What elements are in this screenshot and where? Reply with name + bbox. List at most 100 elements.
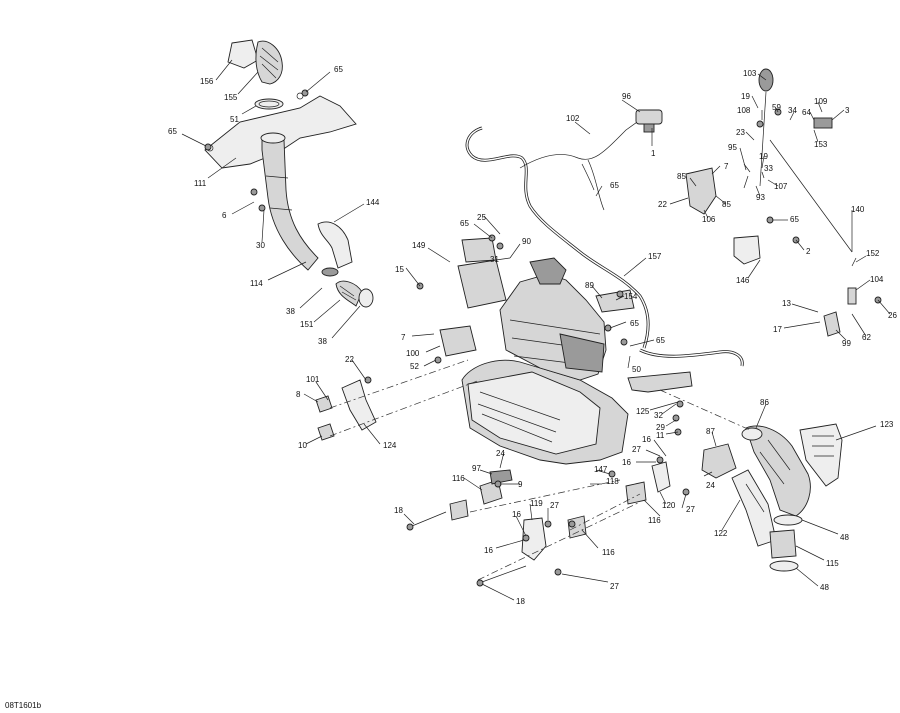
callout-24: 24 [496, 449, 505, 458]
mount-rubber-part [449, 461, 671, 561]
callout-109: 109 [814, 97, 828, 106]
exhaust-pipe-part [741, 425, 811, 517]
callout-116: 116 [602, 548, 615, 557]
callout-90: 90 [522, 237, 531, 246]
callout-119: 119 [530, 499, 543, 508]
callout-140: 140 [851, 205, 865, 214]
leader-lines [181, 59, 891, 601]
callout-116: 116 [452, 474, 465, 483]
shift-cable-part [639, 348, 744, 367]
callout-19: 19 [759, 152, 768, 161]
callout-22: 22 [658, 200, 667, 209]
callout-3: 3 [845, 106, 850, 115]
callout-99: 99 [842, 339, 851, 348]
callout-106: 106 [702, 215, 716, 224]
callout-26: 26 [888, 311, 897, 320]
callout-15: 15 [395, 265, 404, 274]
callout-7: 7 [401, 333, 406, 342]
callout-89: 89 [585, 281, 594, 290]
callout-22: 22 [345, 355, 354, 364]
throttle-cable-part [465, 126, 650, 349]
callout-104: 104 [870, 275, 884, 284]
throttle-body-part [635, 109, 663, 133]
callout-103: 103 [743, 69, 757, 78]
callout-157: 157 [648, 252, 662, 261]
callout-95: 95 [728, 143, 737, 152]
callout-108: 108 [737, 106, 751, 115]
callout-59: 59 [772, 103, 781, 112]
callout-149: 149 [412, 241, 426, 250]
callout-17: 17 [773, 325, 782, 334]
intake-duct-part [260, 132, 319, 271]
callout-8: 8 [296, 390, 301, 399]
heat-shield-part [731, 423, 843, 547]
callout-86: 86 [760, 398, 769, 407]
callout-120: 120 [662, 501, 676, 510]
callout-118: 118 [606, 477, 619, 486]
exhaust-manifold-part [701, 443, 737, 479]
callout-13: 13 [782, 299, 791, 308]
callout-48: 48 [820, 583, 829, 592]
callout-31: 31 [490, 255, 499, 264]
callout-87: 87 [706, 427, 715, 436]
callout-102: 102 [566, 114, 580, 123]
callout-101: 101 [306, 375, 320, 384]
callout-34: 34 [788, 106, 797, 115]
callout-10: 10 [298, 441, 307, 450]
callout-97: 97 [472, 464, 481, 473]
callout-6: 6 [222, 211, 227, 220]
callout-151: 151 [300, 320, 314, 329]
callout-labels: 156 155 65 51 65 111 6 30 144 114 38 151… [168, 65, 897, 606]
callout-85: 85 [722, 200, 731, 209]
callout-38: 38 [286, 307, 295, 316]
callout-65: 65 [630, 319, 639, 328]
intake-clamp-part [254, 98, 284, 110]
callout-116: 116 [648, 516, 661, 525]
callout-65: 65 [610, 181, 619, 190]
callout-7: 7 [724, 162, 729, 171]
callout-124: 124 [383, 441, 397, 450]
callout-65: 65 [334, 65, 343, 74]
callout-152: 152 [866, 249, 880, 258]
intake-boot-part [321, 267, 374, 308]
mount-bolt-part [406, 511, 527, 587]
callout-30: 30 [256, 241, 265, 250]
callout-85: 85 [677, 172, 686, 181]
exhaust-gasket-part [769, 514, 803, 572]
sensor-wire-part [519, 119, 641, 211]
callout-29: 29 [656, 423, 665, 432]
callout-1: 1 [651, 149, 656, 158]
callout-27: 27 [686, 505, 695, 514]
callout-32: 32 [654, 411, 663, 420]
callout-107: 107 [774, 182, 788, 191]
callout-123: 123 [880, 420, 894, 429]
callout-122: 122 [714, 529, 728, 538]
assembly-centerlines [329, 359, 751, 581]
callout-16: 16 [622, 458, 631, 467]
callout-33: 33 [764, 164, 773, 173]
callout-27: 27 [610, 582, 619, 591]
callout-144: 144 [366, 198, 380, 207]
callout-93: 93 [756, 193, 765, 202]
callout-11: 11 [656, 431, 665, 440]
callout-25: 25 [477, 213, 486, 222]
callout-114: 114 [250, 279, 263, 288]
callout-52: 52 [410, 362, 419, 371]
callout-27: 27 [550, 501, 559, 510]
callout-2: 2 [806, 247, 811, 256]
callout-24: 24 [706, 481, 715, 490]
shift-bracket-part [685, 117, 841, 337]
callout-38: 38 [318, 337, 327, 346]
shift-lever-part [758, 68, 857, 305]
callout-27: 27 [632, 445, 641, 454]
callout-16: 16 [512, 510, 521, 519]
callout-9: 9 [518, 480, 523, 489]
callout-51: 51 [230, 115, 239, 124]
callout-115: 115 [826, 559, 839, 568]
callout-111: 111 [194, 179, 207, 188]
callout-65: 65 [656, 336, 665, 345]
callout-96: 96 [622, 92, 631, 101]
intake-rubber-duct-part [317, 221, 353, 269]
callout-19: 19 [741, 92, 750, 101]
